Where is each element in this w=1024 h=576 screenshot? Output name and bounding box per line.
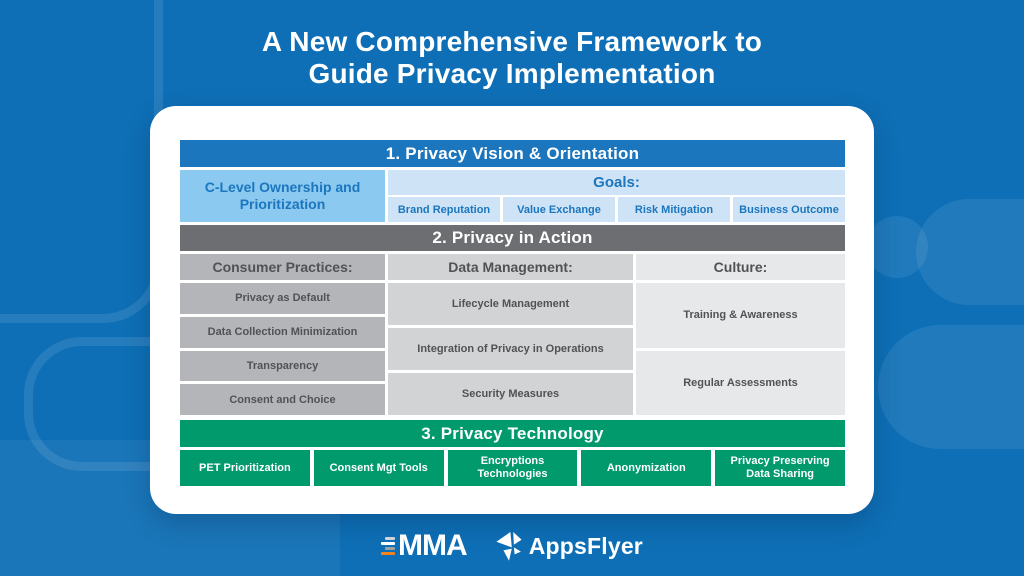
section1-body: C-Level Ownership and Prioritization Goa… <box>180 170 845 222</box>
clevel-ownership-cell: C-Level Ownership and Prioritization <box>180 170 385 222</box>
goal-cell: Value Exchange <box>503 197 615 222</box>
tech-cell: Consent Mgt Tools <box>313 450 444 486</box>
mma-logo-text: MMA <box>398 529 468 562</box>
tech-cell: Anonymization <box>581 450 712 486</box>
consumer-item: Transparency <box>180 350 385 382</box>
section2-header: 2. Privacy in Action <box>180 225 845 251</box>
section2-column-headers: Consumer Practices: Data Management: Cul… <box>180 254 845 280</box>
section1-header: 1. Privacy Vision & Orientation <box>180 140 845 167</box>
tech-cell: PET Prioritization <box>180 450 310 486</box>
consumer-item: Consent and Choice <box>180 384 385 415</box>
consumer-item: Data Collection Minimization <box>180 316 385 348</box>
data-item: Lifecycle Management <box>388 283 633 325</box>
decorative-circle-shape <box>866 216 928 278</box>
tech-cell: Encryptions Technologies <box>447 450 578 486</box>
slide-title-line1: A New Comprehensive Framework to <box>261 26 763 57</box>
data-item: Integration of Privacy in Operations <box>388 328 633 370</box>
mma-bars-icon <box>381 537 396 555</box>
data-management-column: Lifecycle Management Integration of Priv… <box>388 283 633 415</box>
data-item: Security Measures <box>388 373 633 415</box>
culture-item: Regular Assessments <box>636 350 845 415</box>
goals-label: Goals: <box>388 170 845 195</box>
footer-logos: MMA AppsFlyer <box>0 526 1024 566</box>
section3-header: 3. Privacy Technology <box>180 420 845 447</box>
consumer-practices-header: Consumer Practices: <box>180 254 385 280</box>
goals-row: Brand Reputation Value Exchange Risk Mit… <box>388 197 845 222</box>
goal-cell: Risk Mitigation <box>618 197 730 222</box>
culture-column: Training & Awareness Regular Assessments <box>636 283 845 415</box>
tech-cell: Privacy Preserving Data Sharing <box>715 450 845 486</box>
slide-title: A New Comprehensive Framework to Guide P… <box>0 26 1024 90</box>
section2-body: Privacy as Default Data Collection Minim… <box>180 283 845 415</box>
framework-card: 1. Privacy Vision & Orientation C-Level … <box>150 106 874 514</box>
mma-logo: MMA <box>381 529 468 562</box>
decorative-pill-shape <box>916 199 1024 305</box>
appsflyer-logo: AppsFlyer <box>495 530 643 562</box>
appsflyer-logo-text: AppsFlyer <box>528 532 643 559</box>
goal-cell: Business Outcome <box>733 197 845 222</box>
section3-row: PET Prioritization Consent Mgt Tools Enc… <box>180 450 845 486</box>
data-management-header: Data Management: <box>388 254 633 280</box>
consumer-practices-column: Privacy as Default Data Collection Minim… <box>180 283 385 415</box>
culture-header: Culture: <box>636 254 845 280</box>
slide-title-line2: Guide Privacy Implementation <box>308 58 716 89</box>
goals-group: Goals: Brand Reputation Value Exchange R… <box>388 170 845 222</box>
appsflyer-icon <box>496 532 522 561</box>
consumer-item: Privacy as Default <box>180 283 385 314</box>
decorative-pill-shape <box>878 325 1024 449</box>
goal-cell: Brand Reputation <box>388 197 500 222</box>
framework-table: 1. Privacy Vision & Orientation C-Level … <box>180 140 845 486</box>
culture-item: Training & Awareness <box>636 283 845 348</box>
